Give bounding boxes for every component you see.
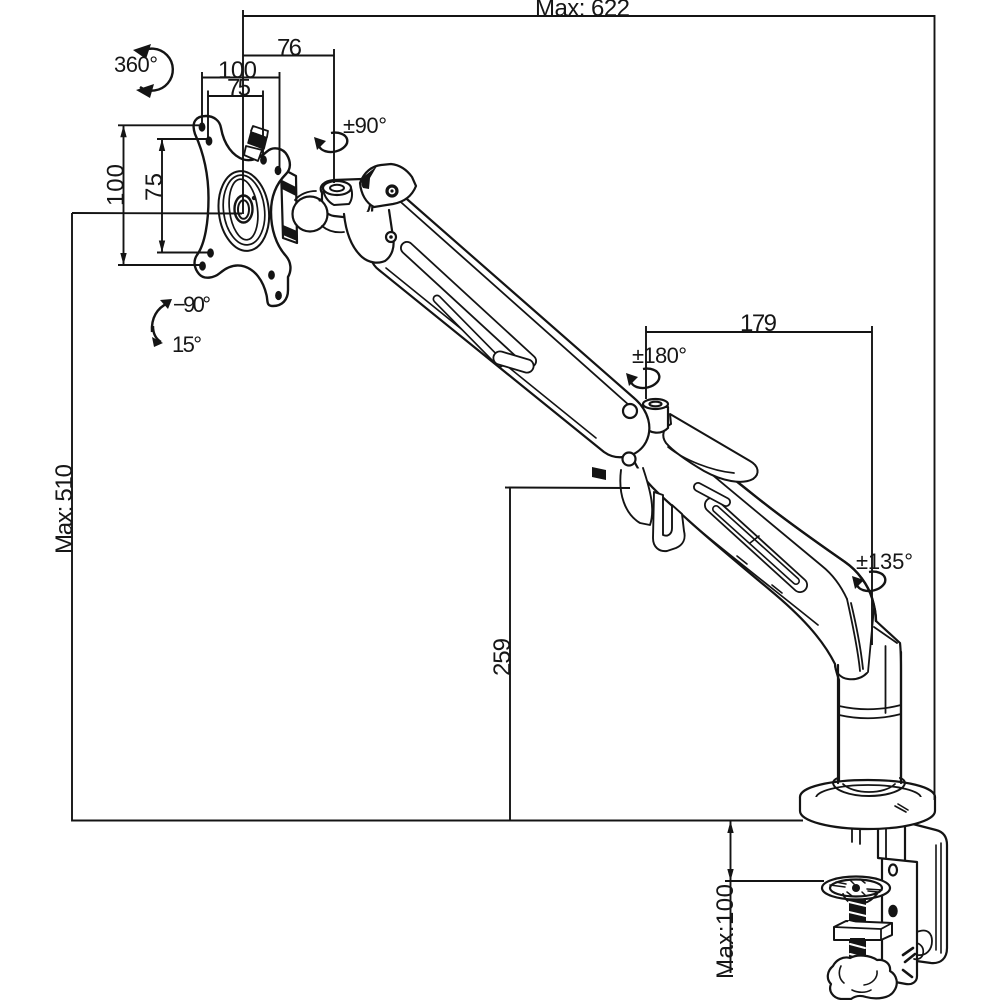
svg-text:±180°: ±180°	[632, 343, 687, 368]
svg-text:259: 259	[489, 638, 516, 676]
svg-text:76: 76	[277, 35, 302, 62]
svg-text:75: 75	[141, 173, 168, 201]
svg-text:±90°: ±90°	[343, 113, 387, 138]
svg-text:−90°: −90°	[173, 292, 211, 317]
svg-text:100: 100	[103, 164, 130, 206]
svg-text:Max:100: Max:100	[712, 884, 739, 979]
svg-text:±135°: ±135°	[856, 549, 913, 574]
svg-text:75: 75	[227, 75, 251, 102]
svg-text:360°: 360°	[114, 52, 158, 77]
svg-text:Max: 510: Max: 510	[51, 464, 78, 554]
svg-text:100: 100	[218, 57, 257, 84]
svg-text:15°: 15°	[172, 332, 202, 357]
svg-text:179: 179	[740, 310, 777, 337]
svg-text:Max: 622: Max: 622	[535, 0, 630, 22]
